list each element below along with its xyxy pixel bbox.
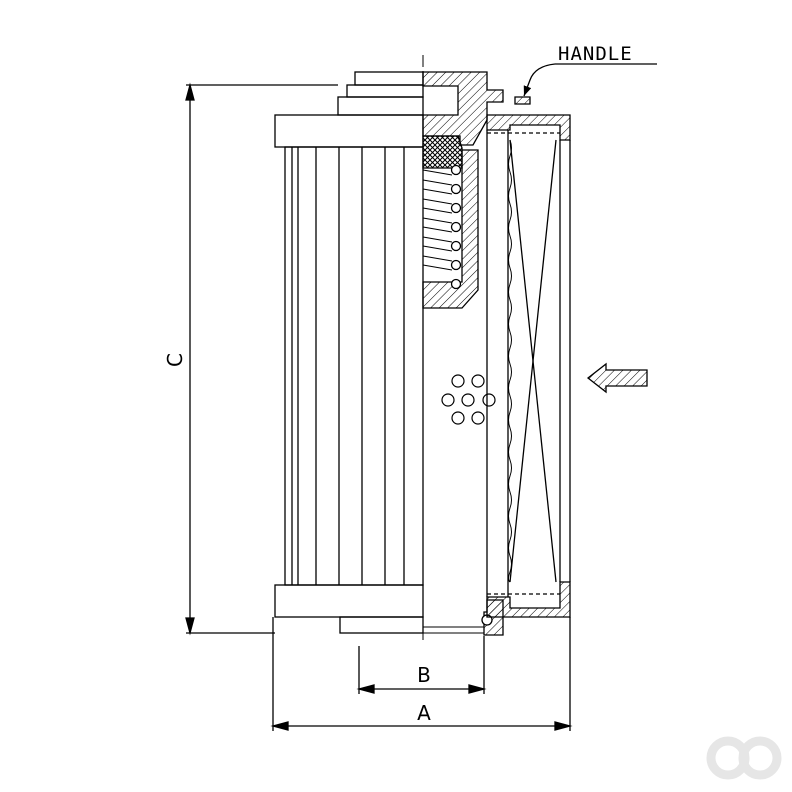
dim-a-label: A <box>417 701 431 725</box>
handle-clip <box>514 96 531 105</box>
head-step-2 <box>346 84 424 98</box>
cross-section <box>422 71 504 636</box>
bottom-spigot <box>339 616 424 634</box>
spring-housing <box>422 149 479 309</box>
pleated-media <box>284 146 424 586</box>
dimension-b <box>356 636 487 694</box>
handle-annotation: HANDLE <box>523 43 657 97</box>
outer-cage <box>486 96 571 618</box>
spring-wire <box>422 169 453 271</box>
spring-coils <box>450 164 462 290</box>
bottom-flange <box>486 581 571 618</box>
seal <box>422 135 463 169</box>
top-flange <box>486 114 571 141</box>
pleat-lines <box>291 147 405 585</box>
head-step-1 <box>337 96 424 116</box>
dimension-c <box>185 82 338 636</box>
flow-direction-arrow-icon <box>586 362 648 394</box>
mesh-line <box>508 139 512 583</box>
pleat-x-2 <box>509 139 557 583</box>
outer-filter-body <box>274 71 424 634</box>
bottom-end-cap <box>274 584 424 618</box>
top-end-cap <box>274 114 424 148</box>
handle-label: HANDLE <box>558 43 633 65</box>
head-step-3 <box>354 71 424 86</box>
dim-c-label: C <box>163 353 187 367</box>
perforation-holes <box>441 374 496 425</box>
head-section <box>422 71 504 146</box>
dimension-a <box>270 617 573 731</box>
dim-b-label: B <box>417 663 431 687</box>
logo-watermark-icon <box>706 736 782 780</box>
